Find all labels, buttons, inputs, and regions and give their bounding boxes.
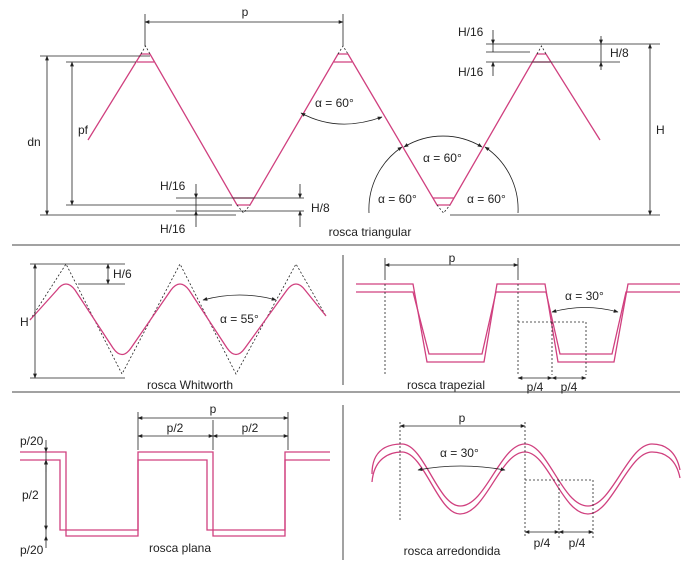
triangular-alpha-right-label: α = 60° (467, 192, 506, 206)
triangular-p-label: p (242, 5, 249, 19)
arredondada-profile-inner (371, 451, 681, 515)
arredondada-caption: rosca arredondida (404, 544, 501, 558)
triangular-profile (87, 53, 601, 206)
arredondada-alpha-label: α = 30° (440, 446, 479, 460)
arredondada-profile-outer (371, 443, 681, 507)
trapezial-profile-inner (356, 291, 680, 355)
triangular-caption: rosca triangular (329, 225, 412, 239)
whitworth-alpha-label: α = 55° (220, 312, 259, 326)
trapezial-p4-left-label: p/4 (527, 380, 544, 394)
arredondada-p4-right-label: p/4 (569, 536, 586, 550)
triangular-H16-bottom-label: H/16 (160, 179, 186, 193)
triangular-H-label: H (656, 123, 665, 137)
triangular-H16-bottom2-label: H/16 (160, 222, 186, 236)
plana-p2-right-label: p/2 (242, 421, 259, 435)
whitworth-H-label: H (20, 315, 29, 329)
trapezial-p4-right-label: p/4 (561, 380, 578, 394)
triangular-alpha-flank-label: α = 60° (315, 96, 354, 110)
arredondada-p4-left-label: p/4 (534, 536, 551, 550)
plana-p2-left-label: p/2 (167, 421, 184, 435)
triangular-H8-bottom-label: H/8 (311, 201, 330, 215)
whitworth-caption: rosca Whitworth (147, 378, 233, 392)
whitworth-profile (29, 283, 327, 356)
triangular-alpha-left-label: α = 60° (378, 192, 417, 206)
whitworth-H6-label: H/6 (113, 267, 132, 281)
panel-plana: p p/2 p/2 p/20 p/2 p/20 rosca plana (20, 402, 330, 557)
triangular-H8-top-label: H/8 (610, 46, 629, 60)
triangular-H16-top-label: H/16 (458, 25, 484, 39)
panel-whitworth: H H/6 α = 55° rosca Whitworth (20, 263, 327, 392)
panel-triangular: p dn pf H H/16 H/16 H/8 H/16 H/16 H/8 α … (27, 5, 664, 239)
plana-p20-bottom-label: p/20 (20, 543, 44, 557)
panel-arredondada: p α = 30° p/4 p/4 rosca arredondida (371, 411, 681, 558)
plana-profile-outer (20, 451, 330, 537)
panel-trapezial: p α = 30° p/4 p/4 rosca trapezial (356, 251, 680, 394)
plana-caption: rosca plana (149, 541, 211, 555)
triangular-pf-label: pf (78, 123, 89, 137)
plana-profile-inner (20, 459, 330, 531)
arredondada-p-label: p (459, 411, 466, 425)
plana-p-label: p (210, 402, 217, 416)
plana-p20-top-label: p/20 (20, 434, 44, 448)
triangular-alpha-root-label: α = 60° (423, 151, 462, 165)
trapezial-alpha-label: α = 30° (565, 289, 604, 303)
trapezial-caption: rosca trapezial (407, 378, 485, 392)
triangular-dn-label: dn (27, 135, 40, 149)
trapezial-profile-outer (356, 283, 680, 363)
trapezial-p-label: p (449, 251, 456, 265)
triangular-H16-top2-label: H/16 (458, 65, 484, 79)
plana-p2-side-label: p/2 (22, 488, 39, 502)
